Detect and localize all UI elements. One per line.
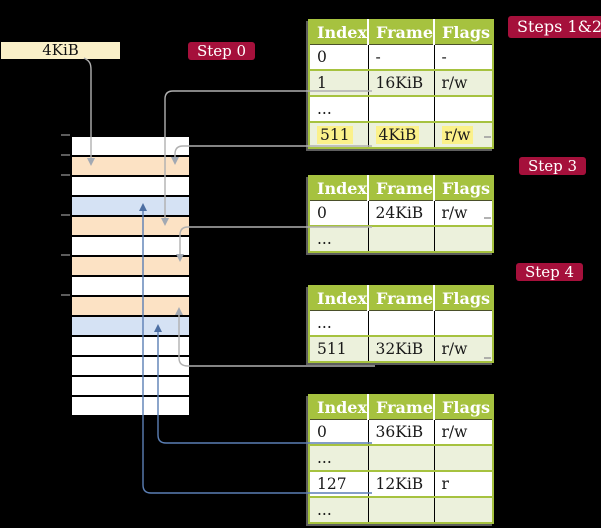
memory-row-free [72, 137, 189, 157]
memory-row-mapped-page [72, 197, 189, 217]
step-4-badge: Step 4 [516, 263, 584, 281]
memory-row-free [72, 377, 189, 397]
highlighted-value: 4KiB [375, 126, 420, 144]
memory-row-mapped-page [72, 317, 189, 337]
highlighted-value: 511 [317, 126, 353, 144]
table-cell [368, 95, 435, 122]
memory-row-page-table [72, 297, 189, 317]
memory-row-page-table [72, 157, 189, 177]
highlighted-value: r/w [441, 126, 474, 144]
table-cell [434, 444, 494, 471]
table-cell: - [434, 44, 494, 70]
table-cell: r/w [434, 200, 494, 226]
table-cell: 1 [309, 69, 369, 96]
table-cell: 0 [309, 200, 369, 226]
table-cell [434, 95, 494, 122]
memory-row-free [72, 177, 189, 197]
table-cell [434, 496, 494, 523]
memory-row-free [72, 237, 189, 257]
table-row: 511 4KiB r/w [309, 121, 494, 148]
table-cell: r/w [434, 335, 494, 362]
table-cell: 12KiB [368, 470, 435, 497]
table-cell [368, 444, 435, 471]
table-row: ... [309, 95, 494, 122]
table-cell: 511 [309, 335, 369, 362]
steps-1-2-badge: Steps 1&2 [508, 16, 601, 38]
column-header: Frame [368, 176, 436, 201]
column-header: Frame [368, 395, 436, 420]
column-header: Flags [434, 176, 494, 201]
table-cell: 0 [309, 419, 369, 445]
table-cell [434, 310, 494, 336]
table-row: ... [309, 310, 494, 336]
table-cell: 4KiB [368, 121, 435, 148]
table-cell: ... [309, 225, 369, 252]
column-header: Flags [434, 286, 494, 311]
column-header: Flags [434, 395, 494, 420]
column-header: Frame [368, 20, 436, 45]
table-cell: 127 [309, 470, 369, 497]
memory-row-free [72, 277, 189, 297]
table-cell: ... [309, 444, 369, 471]
table-row: 0-- [309, 44, 494, 70]
root-table-address-box: 4KiB [1, 42, 120, 59]
physical-memory-column [70, 135, 191, 417]
table-cell: r/w [434, 419, 494, 445]
table-cell: 0 [309, 44, 369, 70]
step-0-badge: Step 0 [188, 42, 256, 60]
table-cell: 24KiB [368, 200, 435, 226]
column-header: Index [309, 176, 370, 201]
step-3-badge: Step 3 [519, 157, 587, 175]
table-cell: 36KiB [368, 419, 435, 445]
memory-row-free [72, 357, 189, 377]
table-row: ... [309, 225, 494, 252]
table-cell: 16KiB [368, 69, 435, 96]
table-cell: ... [309, 95, 369, 122]
table-cell [368, 496, 435, 523]
table-cell: ... [309, 310, 369, 336]
column-header: Index [309, 395, 370, 420]
table-cell [368, 310, 435, 336]
column-header: Frame [368, 286, 436, 311]
table-cell [368, 225, 435, 252]
memory-row-page-table [72, 217, 189, 237]
memory-address-ticks [61, 134, 70, 296]
memory-row-page-table [72, 257, 189, 277]
table-cell: - [368, 44, 435, 70]
memory-row-free [72, 397, 189, 415]
table-cell: r/w [434, 69, 494, 96]
table-cell: ... [309, 496, 369, 523]
table-cell [434, 225, 494, 252]
table-cell: r [434, 470, 494, 497]
table-row: ... [309, 496, 494, 523]
table-row: ... [309, 444, 494, 471]
table-cell: 511 [309, 121, 369, 148]
table-cell: r/w [434, 121, 494, 148]
memory-row-free [72, 337, 189, 357]
column-header: Index [309, 20, 370, 45]
column-header: Flags [434, 20, 494, 45]
column-header: Index [309, 286, 370, 311]
table-cell: 32KiB [368, 335, 435, 362]
